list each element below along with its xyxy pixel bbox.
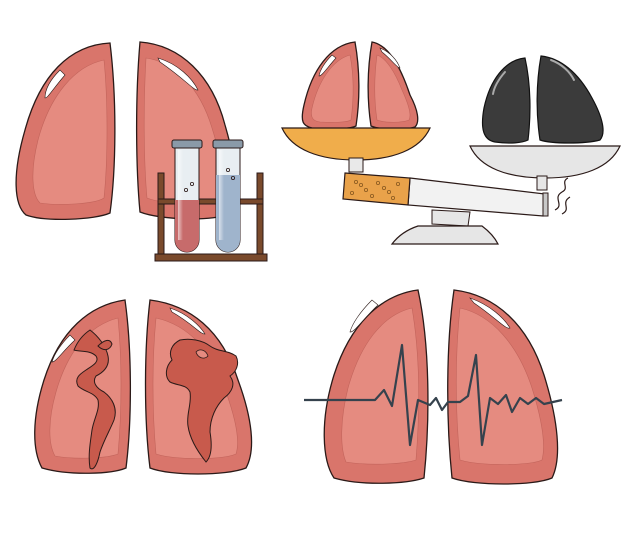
ecg-line-icon [304,343,563,447]
left-lung-highlight [349,299,379,333]
orange-scale-tray [281,127,431,173]
silver-scale-tray [469,145,621,191]
lungs-scale-panel [281,41,621,245]
scale-stand [390,209,499,245]
smoke-icon [554,177,571,215]
smoker-lungs [481,55,604,144]
cigarette-icon [342,172,571,217]
lungs-world-map-panel [34,299,253,475]
healthy-lungs [301,41,419,130]
left-lung-inner [341,307,419,465]
right-lung-inner [455,307,544,465]
lungs-heartbeat-panel [304,289,563,485]
europe-africa-asia-continent-icon [165,338,239,463]
left-lung-highlight [51,334,76,363]
right-lung-highlight [169,307,206,335]
right-lung-highlight [157,57,199,91]
left-lung-inner [32,59,108,205]
left-lung-highlight [44,69,66,99]
lungs-test-tubes-panel [15,41,268,262]
test-tube-rack-icon [154,139,268,262]
right-lung-highlight [469,297,511,329]
americas-continent-icon [73,329,116,470]
